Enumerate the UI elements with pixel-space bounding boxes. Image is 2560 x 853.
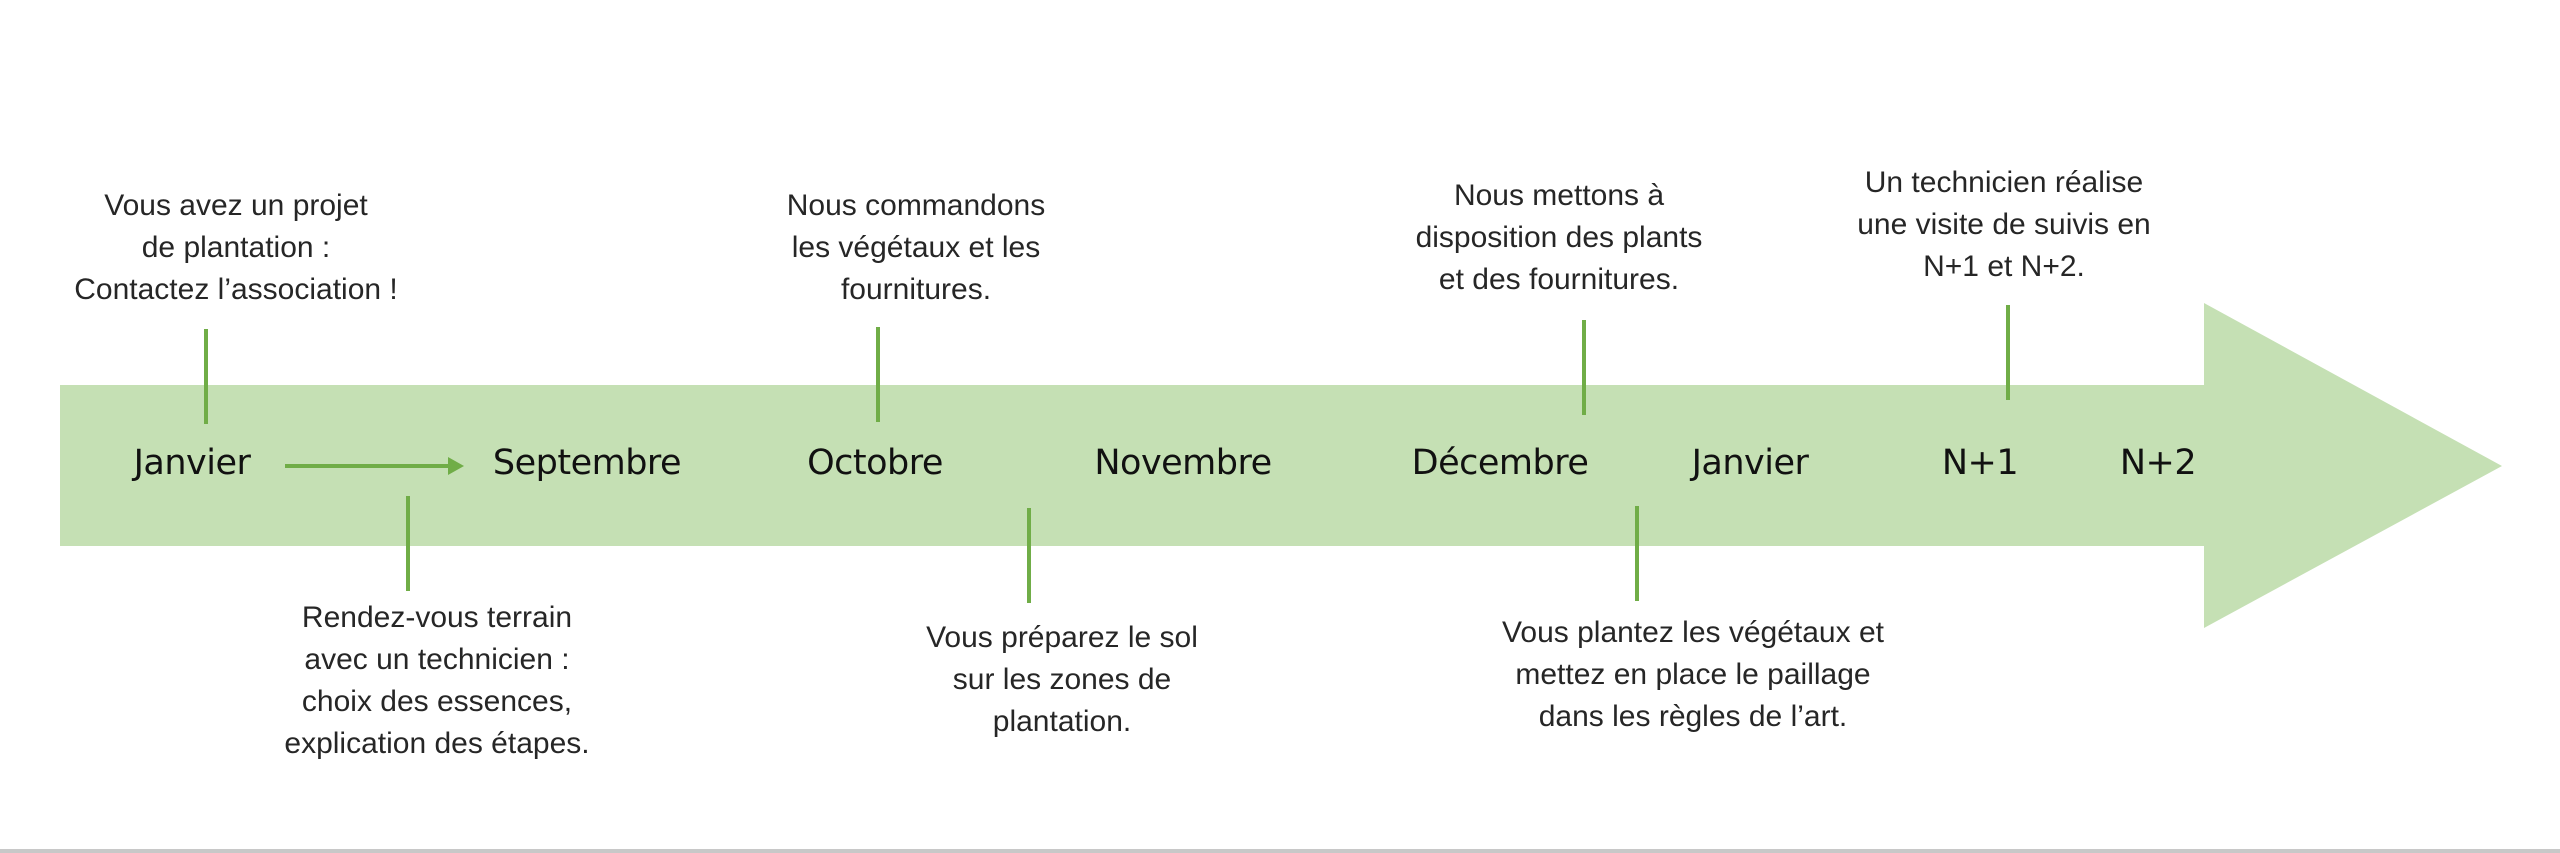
month-n-plus-2: N+2 — [2119, 443, 2197, 483]
note-suivi-line: N+1 et N+2. — [1923, 250, 2085, 283]
note-plantation-line: dans les règles de l’art. — [1538, 700, 1848, 733]
note-commande-line: fournitures. — [840, 273, 992, 306]
note-plantation-line: Vous plantez les végétaux et — [1502, 616, 1884, 649]
range-arrow-head — [448, 457, 464, 475]
note-commande: Nous commandons les végétaux et les four… — [706, 185, 1126, 311]
note-contact-line: Vous avez un projet — [104, 189, 368, 222]
month-janvier: Janvier — [133, 443, 251, 483]
month-septembre: Septembre — [492, 443, 682, 483]
month-octobre: Octobre — [807, 443, 943, 483]
month-novembre: Novembre — [1094, 443, 1272, 483]
note-preparation: Vous préparez le sol sur les zones de pl… — [852, 617, 1272, 743]
note-mise-disposition-line: disposition des plants — [1415, 221, 1703, 254]
note-contact-line: Contactez l’association ! — [74, 273, 398, 306]
bottom-divider — [0, 849, 2560, 853]
note-rendezvous-line: explication des étapes. — [284, 727, 590, 760]
month-n-plus-1: N+1 — [1941, 443, 2019, 483]
note-suivi-line: Un technicien réalise — [1864, 166, 2144, 199]
month-decembre: Décembre — [1411, 443, 1589, 483]
note-preparation-line: sur les zones de — [952, 663, 1172, 696]
note-preparation-line: Vous préparez le sol — [926, 621, 1198, 654]
note-rendezvous-line: choix des essences, — [301, 685, 573, 718]
note-suivi: Un technicien réalise une visite de suiv… — [1794, 162, 2214, 288]
note-preparation-line: plantation. — [992, 705, 1132, 738]
note-mise-disposition: Nous mettons à disposition des plants et… — [1349, 175, 1769, 301]
note-plantation-line: mettez en place le paillage — [1515, 658, 1871, 691]
note-commande-line: Nous commandons — [786, 189, 1046, 222]
note-mise-disposition-line: Nous mettons à — [1453, 179, 1665, 212]
timeline-arrow-band — [60, 303, 2502, 628]
note-mise-disposition-line: et des fournitures. — [1438, 263, 1680, 296]
note-commande-line: les végétaux et les — [791, 231, 1041, 264]
note-plantation: Vous plantez les végétaux et mettez en p… — [1483, 612, 1903, 738]
note-contact: Vous avez un projet de plantation : Cont… — [26, 185, 446, 311]
note-rendezvous-line: Rendez-vous terrain — [301, 601, 573, 634]
month-janvier-2: Janvier — [1691, 443, 1809, 483]
note-rendezvous-line: avec un technicien : — [304, 643, 570, 676]
note-suivi-line: une visite de suivis en — [1857, 208, 2151, 241]
note-contact-line: de plantation : — [141, 231, 331, 264]
note-rendezvous: Rendez-vous terrain avec un technicien :… — [227, 597, 647, 765]
